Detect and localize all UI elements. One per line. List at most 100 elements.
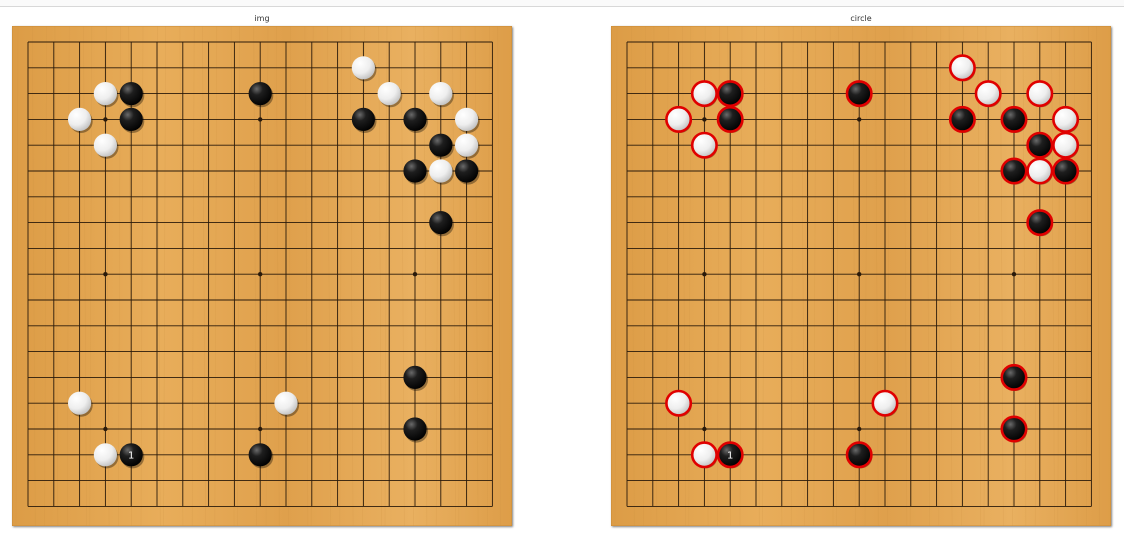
white-stone[interactable] [429, 82, 454, 108]
black-stone[interactable] [1000, 415, 1028, 443]
black-stone[interactable] [1052, 157, 1080, 185]
star-point [702, 426, 707, 432]
star-point [1011, 272, 1017, 277]
wood-grain [253, 26, 257, 526]
move-number-label: 1 [128, 450, 134, 461]
wood-grain [948, 26, 953, 526]
white-stone[interactable] [68, 391, 93, 417]
white-stone[interactable] [93, 133, 119, 159]
wood-grain [1086, 26, 1089, 526]
white-stone[interactable] [93, 443, 119, 469]
detection-circle [716, 105, 744, 133]
white-stone[interactable] [690, 80, 718, 108]
wood-grain [378, 26, 383, 526]
white-stone[interactable] [1052, 131, 1080, 159]
black-stone[interactable] [403, 159, 429, 185]
board-surface [12, 26, 512, 526]
detection-circle [974, 80, 1002, 108]
wood-grain [214, 26, 218, 526]
white-stone[interactable] [351, 56, 377, 82]
white-stone[interactable] [274, 391, 300, 417]
wood-grain [423, 26, 428, 526]
wood-grain [756, 26, 760, 526]
white-stone[interactable] [68, 107, 93, 133]
black-stone[interactable] [1000, 157, 1028, 185]
black-stone[interactable] [1000, 363, 1028, 391]
black-stone[interactable] [119, 107, 145, 133]
black-stone[interactable] [845, 441, 873, 469]
white-stone[interactable] [1026, 157, 1054, 185]
black-stone[interactable] [1026, 131, 1054, 159]
white-stone[interactable] [93, 82, 119, 108]
white-stone[interactable] [690, 131, 718, 159]
wood-grain [458, 26, 462, 526]
black-stone[interactable] [1000, 105, 1028, 133]
wood-grain [926, 26, 930, 526]
wood-grain [717, 26, 720, 526]
wood-grain [304, 26, 309, 526]
detection-circle [665, 105, 693, 133]
wood-grain [230, 26, 235, 526]
black-stone[interactable] [429, 133, 454, 159]
black-stone[interactable] [716, 80, 744, 108]
black-stone[interactable] [429, 211, 454, 237]
wood-grain [903, 26, 908, 526]
wood-grain [15, 26, 19, 526]
white-stone[interactable] [948, 54, 976, 82]
wood-grain [938, 26, 942, 526]
white-stone[interactable] [1026, 80, 1054, 108]
white-stone[interactable] [665, 105, 693, 133]
wood-grain [400, 26, 405, 526]
wood-grain [874, 26, 879, 526]
detection-circle [1026, 131, 1054, 159]
black-stone[interactable] [716, 105, 744, 133]
go-board-svg: 1 [611, 26, 1111, 526]
wood-grain [1073, 26, 1078, 526]
white-stone[interactable] [429, 159, 454, 185]
white-stone[interactable] [455, 107, 480, 133]
detection-circle [1026, 157, 1054, 185]
black-stone[interactable] [119, 82, 145, 108]
star-point [258, 272, 263, 277]
white-stone[interactable] [377, 82, 403, 108]
wood-grain [977, 26, 982, 526]
wood-grain [349, 26, 354, 526]
wood-grain [452, 26, 456, 526]
white-stone[interactable] [665, 389, 693, 417]
wood-grain [864, 26, 868, 526]
black-stone[interactable] [948, 105, 976, 133]
wood-grain [1034, 26, 1038, 526]
black-stone[interactable] [403, 365, 429, 391]
black-stone[interactable]: 1 [716, 441, 744, 469]
wood-grain [790, 26, 794, 526]
white-stone[interactable] [455, 133, 480, 159]
black-stone[interactable] [248, 82, 274, 108]
black-stone[interactable] [248, 443, 274, 469]
star-point [258, 426, 263, 432]
white-stone[interactable] [974, 80, 1002, 108]
wood-grain [836, 26, 839, 526]
black-stone[interactable] [1026, 209, 1054, 237]
detection-circle [1000, 415, 1028, 443]
detection-circle [665, 389, 693, 417]
panel-title: circle [850, 14, 872, 23]
panel-circle: circle 1 [611, 14, 1111, 529]
wood-grain [89, 26, 93, 526]
detection-circle [716, 441, 744, 469]
black-stone[interactable] [403, 417, 429, 443]
black-stone[interactable]: 1 [119, 443, 145, 469]
black-stone[interactable] [845, 80, 873, 108]
white-stone[interactable] [871, 389, 899, 417]
black-stone[interactable] [455, 159, 480, 185]
wood-grain [614, 26, 618, 526]
wood-grain [688, 26, 692, 526]
white-stone[interactable] [1052, 105, 1080, 133]
wood-grain [1096, 26, 1101, 526]
black-stone[interactable] [403, 107, 429, 133]
wood-grain [384, 26, 388, 526]
go-board: 1 [611, 26, 1111, 526]
wood-grain [118, 26, 121, 526]
wood-grain [66, 26, 70, 526]
white-stone[interactable] [690, 441, 718, 469]
black-stone[interactable] [351, 107, 377, 133]
